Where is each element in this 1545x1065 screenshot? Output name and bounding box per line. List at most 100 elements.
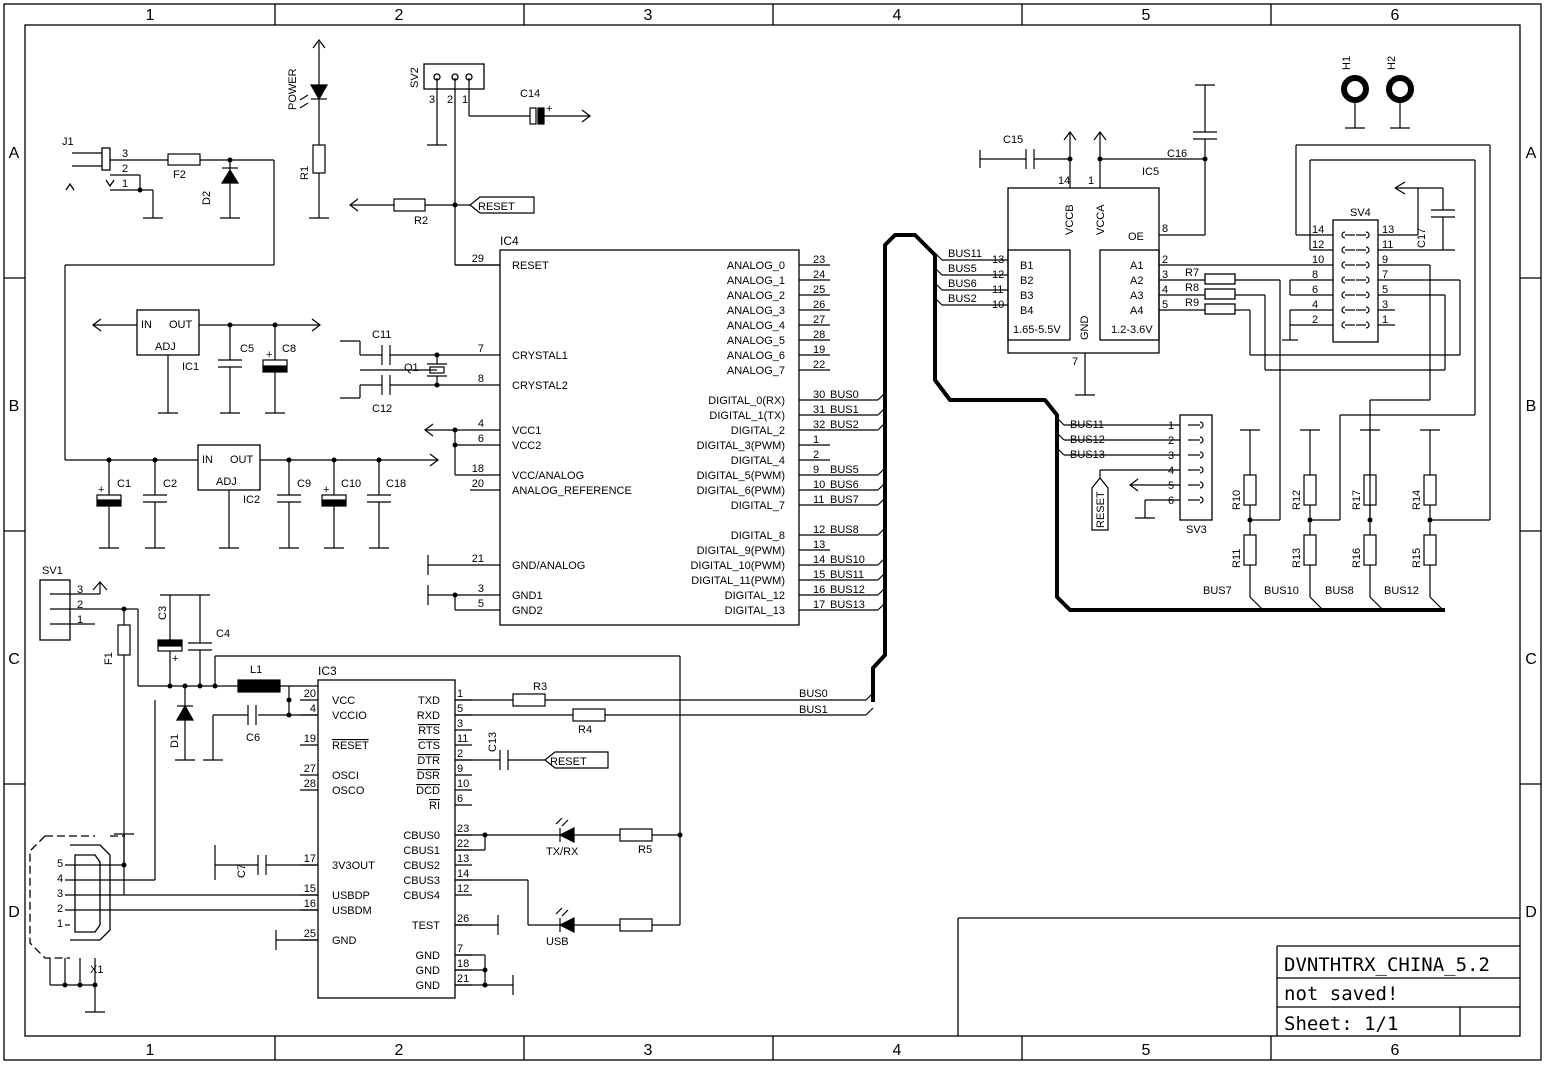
ic4-pin-number: 9 bbox=[813, 464, 819, 476]
ic5-pin-number: 3 bbox=[1162, 269, 1168, 281]
ic5-oe: OE bbox=[1128, 231, 1144, 243]
sv3-reset-label: RESET bbox=[1095, 491, 1107, 528]
c10-label: C10 bbox=[341, 478, 361, 490]
ic3-pin-number: 9 bbox=[457, 763, 463, 775]
col-label: 6 bbox=[1391, 1042, 1400, 1059]
j1-pin: 3 bbox=[122, 148, 128, 160]
ic4-pin-name: RESET bbox=[512, 260, 549, 272]
ic3-pin-name: CBUS1 bbox=[403, 845, 440, 857]
ic4-pin-name: ANALOG_3 bbox=[727, 305, 785, 317]
c15-label: C15 bbox=[1003, 134, 1023, 146]
ic5-net-label: BUS11 bbox=[948, 248, 982, 260]
ic3-pin-name: DSR bbox=[417, 770, 440, 782]
ic3-pin-name: VCCIO bbox=[332, 710, 367, 722]
txrx-led-label: TX/RX bbox=[546, 846, 579, 858]
sv4-pin-contact bbox=[1341, 231, 1346, 239]
bus8-net: BUS8 bbox=[1325, 585, 1354, 597]
ic4-pin-number: 30 bbox=[813, 389, 825, 401]
col-label: 3 bbox=[644, 7, 653, 24]
sv4-pin-number: 12 bbox=[1312, 239, 1324, 251]
sv3-pin-contact bbox=[1199, 421, 1204, 429]
ic4-pin-number: 24 bbox=[813, 269, 825, 281]
ic3-usb-serial: IC3 VCC20VCCIO4RESET19OSCI27OSCO283V3OUT… bbox=[214, 656, 866, 999]
r11-label: R11 bbox=[1231, 549, 1243, 568]
col-label: 6 bbox=[1391, 7, 1400, 24]
ic5-pin-name: B2 bbox=[1020, 275, 1033, 287]
ic4-pin-name: ANALOG_1 bbox=[727, 275, 785, 287]
col-label: 4 bbox=[893, 1042, 902, 1059]
ic5-pin-name: A4 bbox=[1130, 305, 1143, 317]
ic3-pin-number: 17 bbox=[304, 853, 316, 865]
ic3-pin-name: GND bbox=[416, 950, 441, 962]
ic4-pin-name: ANALOG_REFERENCE bbox=[512, 485, 632, 497]
h1-label: H1 bbox=[1341, 56, 1353, 70]
col-label: 1 bbox=[146, 1042, 155, 1059]
sv4-pin-number: 8 bbox=[1312, 269, 1318, 281]
sv2-pin: 1 bbox=[462, 94, 468, 106]
ic3-pin-number: 4 bbox=[310, 703, 316, 715]
ic5-b-range: 1.65-5.5V bbox=[1013, 324, 1061, 336]
ic5-net-label: BUS6 bbox=[948, 278, 977, 290]
ic4-pin-name: DIGITAL_11(PWM) bbox=[691, 575, 785, 587]
ic3-pin-number: 22 bbox=[457, 838, 469, 850]
c14-label: C14 bbox=[520, 88, 540, 100]
ic3-pin-number: 26 bbox=[457, 913, 469, 925]
c1-plus: + bbox=[98, 484, 104, 496]
net-bus6: BUS6 bbox=[830, 479, 859, 491]
ic3-pin-name: USBDP bbox=[332, 890, 370, 902]
sv4-pin-number: 11 bbox=[1382, 239, 1393, 251]
ic5-net-label: BUS5 bbox=[948, 263, 977, 275]
usb-led-label: USB bbox=[546, 936, 569, 948]
ic3-pin-name: DCD bbox=[416, 785, 440, 797]
ic3-pin-number: 23 bbox=[457, 823, 469, 835]
ic3-pin-number: 25 bbox=[304, 928, 316, 940]
sv3-pin-number: 6 bbox=[1168, 495, 1174, 507]
row-label: B bbox=[1526, 398, 1537, 415]
usb-pin: 1 bbox=[57, 918, 63, 930]
ic4-pin-number: 11 bbox=[813, 494, 824, 506]
ic4-pin-number: 25 bbox=[813, 284, 825, 296]
x1-label: X1 bbox=[90, 964, 103, 976]
ic4-pin-number: 13 bbox=[813, 539, 825, 551]
ic4-pin-name: CRYSTAL2 bbox=[512, 380, 568, 392]
ic4-pin-name: DIGITAL_2 bbox=[731, 425, 785, 437]
sv4-pin-contact bbox=[1341, 321, 1346, 329]
sv4-pin-number: 6 bbox=[1312, 284, 1318, 296]
ic4-pin-name: CRYSTAL1 bbox=[512, 350, 568, 362]
ic4-pin-number: 16 bbox=[813, 584, 825, 596]
c8-label: C8 bbox=[282, 343, 296, 355]
ic4-pin-number: 6 bbox=[478, 433, 484, 445]
ic5-pin-vccb: 14 bbox=[1058, 175, 1070, 187]
sv3-pin-contact bbox=[1199, 496, 1204, 504]
ic3-pin-number: 2 bbox=[457, 748, 463, 760]
r1-label: R1 bbox=[299, 166, 311, 180]
ic5-pin-name: A3 bbox=[1130, 290, 1143, 302]
sv2-label: SV2 bbox=[409, 67, 421, 88]
ic3-pin-number: 7 bbox=[457, 943, 463, 955]
ic3-pin-name: OSCI bbox=[332, 770, 359, 782]
j1-label: J1 bbox=[62, 136, 74, 148]
ic3-pin-name: RESET bbox=[332, 740, 369, 752]
col-label: 1 bbox=[146, 7, 155, 24]
r17-label: R17 bbox=[1351, 490, 1363, 510]
r10-label: R10 bbox=[1231, 490, 1243, 510]
sv3-pin-number: 5 bbox=[1168, 480, 1174, 492]
ic4-pin-number: 19 bbox=[813, 344, 825, 356]
sv3-pin-number: 1 bbox=[1168, 420, 1174, 432]
sv4-pin-number: 2 bbox=[1312, 314, 1318, 326]
j1-pin: 2 bbox=[122, 163, 128, 175]
sv4-pin-number: 13 bbox=[1382, 224, 1394, 236]
net-bus1: BUS1 bbox=[830, 404, 859, 416]
sv2-reset-header: SV2 3 2 1 C14 + R2 RESET bbox=[349, 63, 591, 266]
ic4-pin-number: 18 bbox=[472, 463, 484, 475]
c18-label: C18 bbox=[386, 478, 406, 490]
ic1-adj: ADJ bbox=[155, 341, 176, 353]
col-label: 4 bbox=[893, 7, 902, 24]
ic5-pin-name: B4 bbox=[1020, 305, 1033, 317]
power-led-label: POWER bbox=[287, 68, 299, 110]
ic5-pin-name: B3 bbox=[1020, 290, 1033, 302]
row-label: C bbox=[1525, 651, 1537, 668]
title-block: DVNTHTRX_CHINA_5.2 not saved! Sheet: 1/1 bbox=[957, 917, 1520, 1036]
bus12-net: BUS12 bbox=[1384, 585, 1419, 597]
